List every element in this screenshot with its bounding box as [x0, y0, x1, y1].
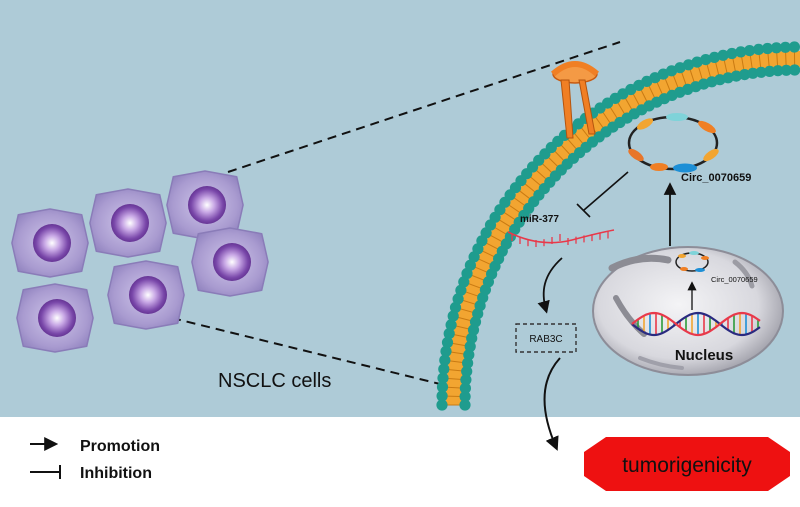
cell [11, 208, 89, 278]
circrna-icon [627, 113, 719, 173]
circrna-small-icon [675, 251, 709, 272]
nsclc-cells [11, 170, 269, 353]
rab3c-box [515, 323, 577, 353]
cell [89, 188, 167, 258]
legend-inhibition-label: Inhibition [80, 465, 152, 482]
arrow-icon [543, 357, 561, 451]
mirna-label: miR-377 [520, 214, 559, 225]
cell [107, 260, 185, 330]
tumorigenicity-badge [584, 437, 790, 491]
mirna-strand-icon [507, 229, 615, 247]
cell [16, 283, 94, 353]
nucleus-label: Nucleus [675, 347, 733, 364]
legend: Promotion Inhibition [30, 437, 160, 482]
tumorigenicity-label: tumorigenicity [622, 454, 752, 477]
zoom-lines [171, 41, 621, 385]
arrow-icon [537, 257, 563, 314]
dna-helix-icon [631, 311, 761, 337]
cell-membrane [436, 41, 800, 411]
inhibition-icon [576, 171, 629, 218]
legend-inhibition-icon [30, 465, 61, 479]
circrna-small-label: Circ_0070659 [711, 275, 758, 284]
nucleus [592, 246, 784, 376]
rab3c-label: RAB3C [529, 334, 562, 345]
legend-promotion-label: Promotion [80, 438, 160, 455]
circrna-label: Circ_0070659 [681, 172, 751, 184]
cell [191, 227, 269, 297]
receptor-icon [550, 61, 600, 139]
cells-label: NSCLC cells [218, 370, 331, 392]
